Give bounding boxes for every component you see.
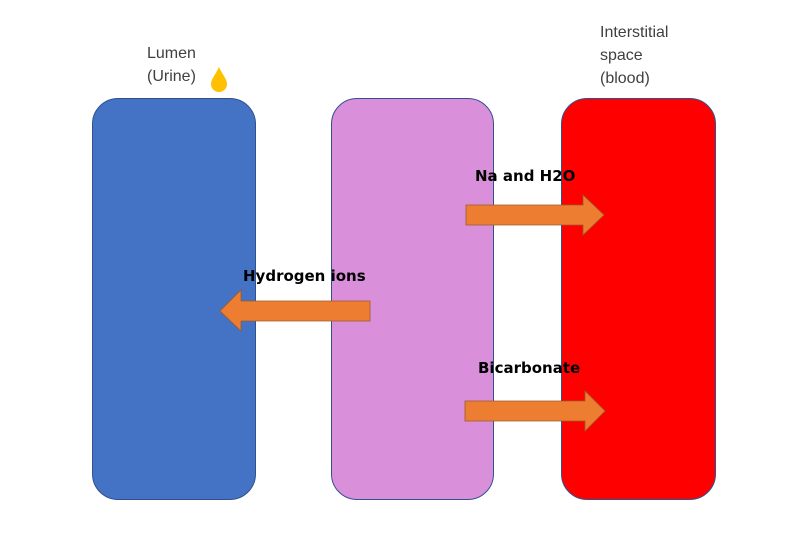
bicarbonate-label: Bicarbonate (478, 359, 581, 377)
interstitial-region (561, 98, 716, 500)
droplet-icon (211, 67, 227, 92)
hydrogen-ions-label: Hydrogen ions (243, 267, 366, 285)
bicarbonate-arrow (464, 390, 606, 432)
interstitial-label: Interstitial space (blood) (600, 24, 669, 87)
cell-region (331, 98, 494, 500)
hydrogen-ions-arrow (219, 289, 371, 332)
na-h2o-arrow (465, 194, 605, 236)
na-h2o-label: Na and H2O (475, 167, 576, 185)
lumen-region (92, 98, 256, 500)
lumen-label: Lumen (Urine) (147, 45, 196, 85)
